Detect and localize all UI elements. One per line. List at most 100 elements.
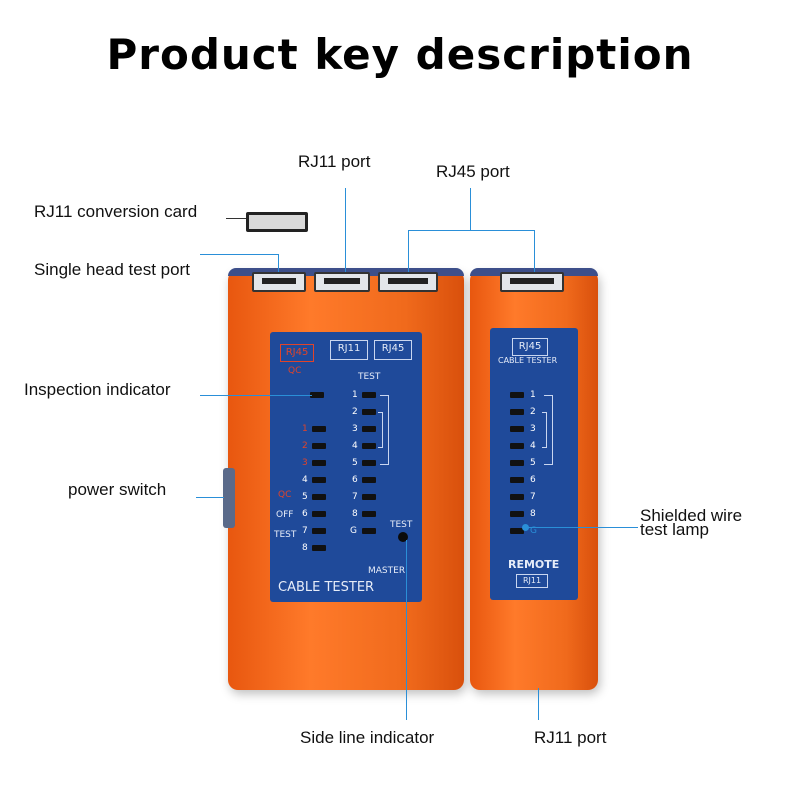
single-head-port (252, 272, 306, 292)
remote-cable-tester-label: CABLE TESTER (498, 356, 558, 365)
pair-bracket (542, 412, 547, 448)
remote-led (510, 426, 524, 432)
remote-rj11-box: RJ11 (516, 574, 548, 588)
remote-led-num-4: 4 (530, 441, 536, 451)
label-side-line-indicator: Side line indicator (300, 728, 435, 747)
master-qc-label: QC (288, 366, 302, 376)
label-rj11-port-bottom: RJ11 port (534, 728, 607, 747)
master-led-num-4: 4 (352, 441, 358, 451)
master-rj45-box: RJ45 (280, 344, 314, 362)
test-button-label: TEST (390, 520, 413, 530)
remote-led-num-8: 8 (530, 509, 536, 519)
remote-led-num-3: 3 (530, 424, 536, 434)
leader-single-head-v (278, 254, 279, 272)
master-left-led (312, 528, 326, 534)
master-led (362, 460, 376, 466)
test-button[interactable] (398, 532, 408, 542)
master-left-led (312, 494, 326, 500)
master-led-num-g: G (350, 526, 357, 536)
master-left-led (312, 511, 326, 517)
label-inspection-indicator: Inspection indicator (24, 380, 171, 399)
remote-led (510, 443, 524, 449)
master-led (362, 443, 376, 449)
leader-rj45-h (408, 230, 534, 231)
rj11-select-button[interactable]: RJ11 (330, 340, 368, 360)
master-left-num-3: 3 (302, 458, 308, 468)
master-led-num-3: 3 (352, 424, 358, 434)
leader-single-head (200, 254, 278, 255)
remote-led-num-7: 7 (530, 492, 536, 502)
remote-led-num-6: 6 (530, 475, 536, 485)
leader-side-line (406, 540, 407, 720)
master-left-num-8: 8 (302, 543, 308, 553)
master-left-num-5: 5 (302, 492, 308, 502)
master-led-num-1: 1 (352, 390, 358, 400)
pair-bracket (380, 395, 389, 465)
switch-test-label: TEST (274, 530, 297, 540)
remote-led (510, 477, 524, 483)
master-rj11-port (314, 272, 370, 292)
remote-led (510, 494, 524, 500)
leader-rj11-bottom (538, 688, 539, 720)
master-led-num-8: 8 (352, 509, 358, 519)
master-led-num-7: 7 (352, 492, 358, 502)
rj45-select-button[interactable]: RJ45 (374, 340, 412, 360)
master-left-num-4: 4 (302, 475, 308, 485)
master-test-header: TEST (358, 372, 381, 382)
switch-off-label: OFF (276, 510, 294, 520)
remote-led-num-2: 2 (530, 407, 536, 417)
power-switch[interactable] (223, 468, 235, 528)
label-rj11-conversion-card: RJ11 conversion card (34, 202, 198, 221)
master-led (362, 392, 376, 398)
remote-led (510, 511, 524, 517)
label-test-lamp: test lamp (640, 520, 709, 539)
leader-shielded (526, 527, 638, 528)
remote-led-num-5: 5 (530, 458, 536, 468)
leader-inspection (200, 395, 312, 396)
label-rj45-port: RJ45 port (436, 162, 510, 181)
remote-led (510, 409, 524, 415)
master-left-num-7: 7 (302, 526, 308, 536)
rj11-conversion-card (246, 212, 308, 232)
leader-rj45-left (408, 230, 409, 272)
pair-bracket (544, 395, 553, 465)
master-led (362, 409, 376, 415)
remote-unit: RJ45 CABLE TESTER 1 2 3 4 5 6 7 8 G REMO… (470, 268, 598, 690)
master-left-led (312, 545, 326, 551)
leader-rj11-card (226, 218, 246, 219)
remote-led (510, 460, 524, 466)
remote-panel: RJ45 CABLE TESTER 1 2 3 4 5 6 7 8 G REMO… (490, 328, 578, 600)
master-unit: RJ45 QC RJ11 RJ45 TEST 1 2 3 4 5 6 7 8 G… (228, 268, 464, 690)
leader-rj11-top (345, 188, 346, 272)
master-led (362, 511, 376, 517)
master-left-led (312, 443, 326, 449)
leader-power-switch (196, 497, 224, 498)
master-led-num-6: 6 (352, 475, 358, 485)
master-led (362, 528, 376, 534)
label-rj11-port-top: RJ11 port (298, 152, 371, 171)
master-led (362, 477, 376, 483)
master-left-led (312, 477, 326, 483)
page-title: Product key description (106, 30, 694, 79)
label-single-head-port: Single head test port (34, 260, 190, 279)
master-left-led (312, 460, 326, 466)
master-left-num-2: 2 (302, 441, 308, 451)
master-rj45-port (378, 272, 438, 292)
leader-rj45-v (470, 188, 471, 230)
remote-rj45-port (500, 272, 564, 292)
switch-qc-label: QC (278, 490, 292, 500)
master-cable-tester-label: CABLE TESTER (278, 580, 375, 595)
master-led (362, 426, 376, 432)
master-led (362, 494, 376, 500)
remote-rj45-box: RJ45 (512, 338, 548, 356)
master-panel: RJ45 QC RJ11 RJ45 TEST 1 2 3 4 5 6 7 8 G… (270, 332, 422, 602)
remote-label: REMOTE (508, 558, 560, 571)
master-led-num-2: 2 (352, 407, 358, 417)
leader-rj45-right (534, 230, 535, 272)
master-led-num-5: 5 (352, 458, 358, 468)
qc-indicator-led (310, 392, 324, 398)
pair-bracket (378, 412, 383, 448)
remote-led-num-1: 1 (530, 390, 536, 400)
leader-shielded-dot (522, 524, 529, 531)
master-left-led (312, 426, 326, 432)
